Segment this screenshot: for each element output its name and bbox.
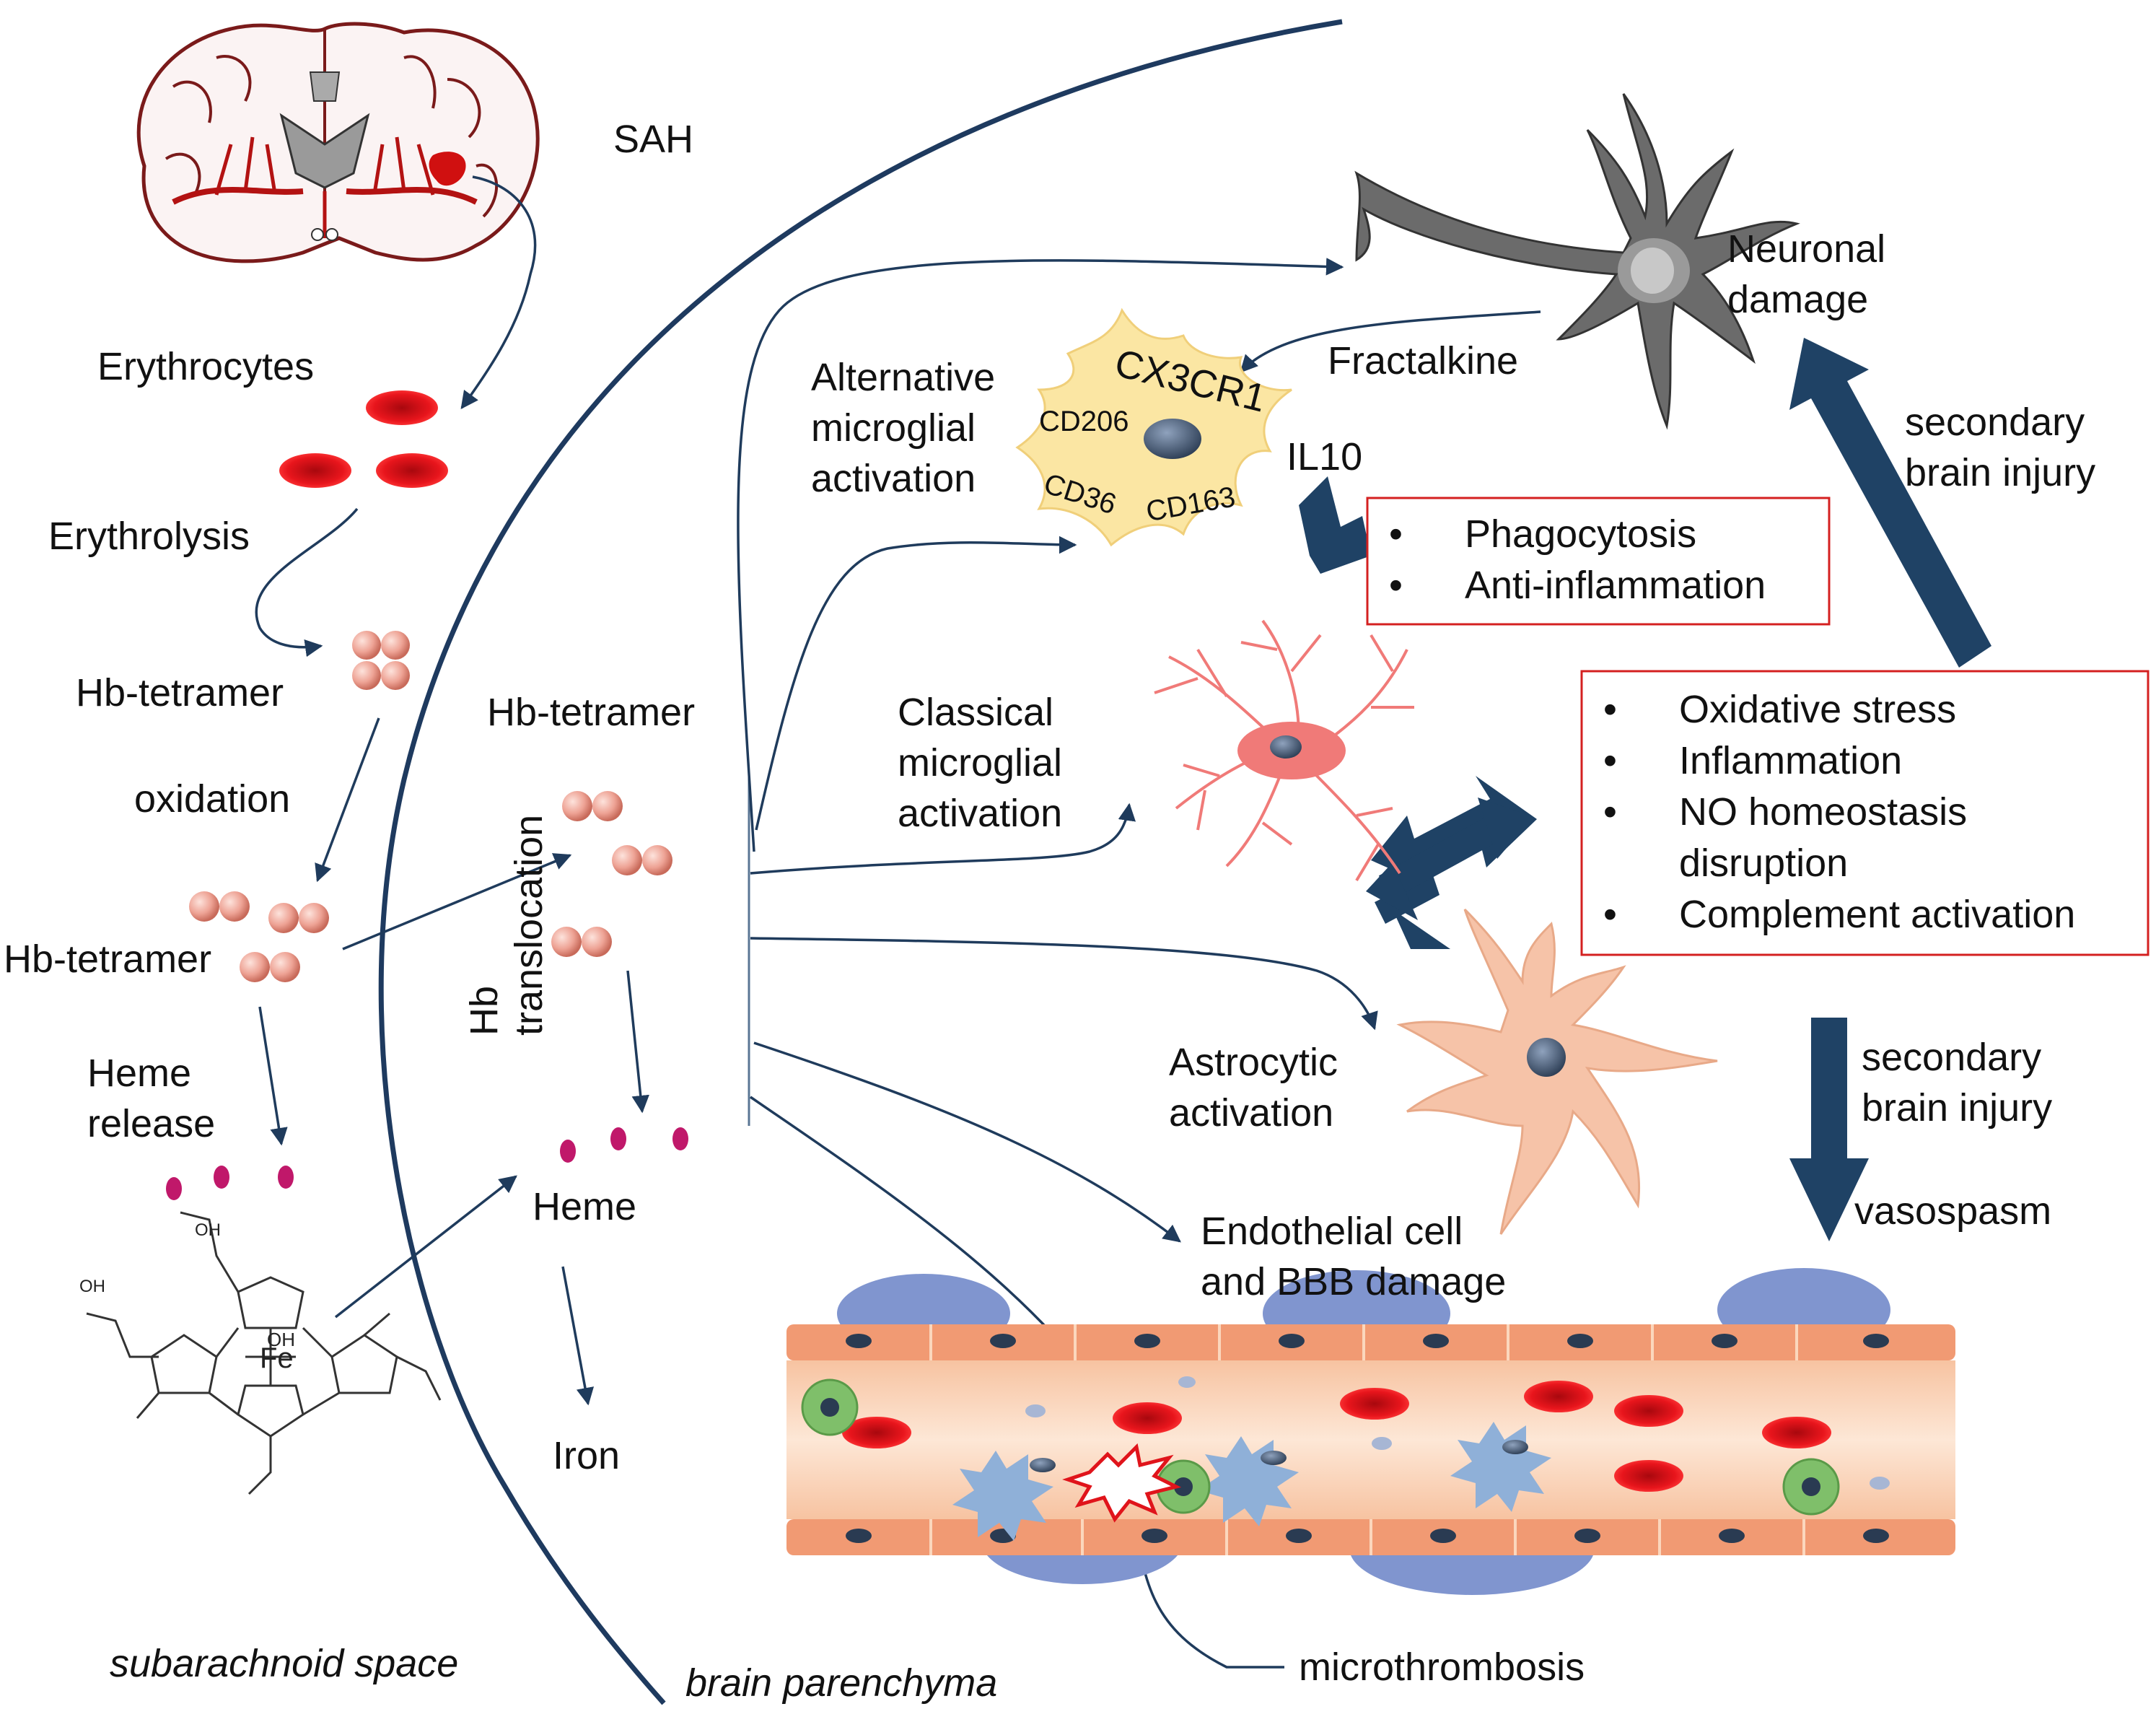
label-subarachnoid-space: subarachnoid space xyxy=(110,1642,459,1685)
arrow-to-classical-microglia xyxy=(750,803,1136,875)
injury-mechanism-item: •Complement activation xyxy=(1603,893,2076,936)
erythrocytes-icon xyxy=(279,390,448,488)
injury-mechanism-item: •NO homeostasis xyxy=(1603,790,1968,834)
hb-dimers-left-icon xyxy=(189,891,329,982)
label-astrocytic-activation: Astrocytic activation xyxy=(1169,1041,1338,1135)
arrow-to-neuron xyxy=(737,258,1344,852)
alternative-microglia-icon xyxy=(1015,307,1292,547)
blood-vessel-icon xyxy=(786,1268,1955,1595)
pia-membrane-boundary xyxy=(378,19,1343,1705)
label-oxidation: oxidation xyxy=(134,777,291,821)
thick-double-arrow-head-c xyxy=(1393,909,1450,949)
arrow-oxidation xyxy=(315,717,380,883)
heme-structure-icon xyxy=(86,1211,442,1495)
hb-tetramer-cluster-icon xyxy=(352,631,410,690)
arrow-sah-to-erythrocytes xyxy=(460,175,537,409)
classical-microglia-icon xyxy=(1154,619,1414,882)
label-classical-activation: Classical microglial activation xyxy=(898,691,1063,835)
arrow-to-alternative-microglia xyxy=(755,536,1077,831)
arrow-erythrolysis xyxy=(255,507,359,657)
label-neuronal-damage: Neuronal damage xyxy=(1727,227,1886,321)
arrow-heme-transfer xyxy=(334,1175,517,1319)
arrow-hb-translocation xyxy=(342,853,572,950)
m2-outcome-item: •Phagocytosis xyxy=(1389,512,1697,556)
heme-structure-cooh1: OH xyxy=(195,1220,221,1240)
thick-arrow-vasospasm-down xyxy=(1789,1018,1869,1241)
arrow-hb-to-heme xyxy=(626,970,649,1114)
label-iron: Iron xyxy=(553,1434,621,1477)
astrocyte-icon xyxy=(1396,908,1718,1235)
injury-mechanism-item-continued: disruption xyxy=(1679,842,1849,885)
label-brain-parenchyma: brain parenchyma xyxy=(685,1661,998,1705)
label-vasospasm: vasospasm xyxy=(1854,1189,2052,1233)
label-heme: Heme xyxy=(533,1185,637,1228)
thick-double-arrow-head-a xyxy=(1478,797,1533,859)
thick-double-arrow-head-b xyxy=(1366,862,1418,920)
thick-double-arrow-shaft xyxy=(1378,814,1504,900)
injury-mechanism-item: •Inflammation xyxy=(1603,739,1903,782)
label-hb-translocation: Hb translocation xyxy=(463,814,551,1036)
heme-structure-oh-label: OH xyxy=(267,1329,295,1350)
label-secondary-injury-top: secondary brain injury xyxy=(1905,401,2096,494)
m2-outcomes-box: •Phagocytosis •Anti-inflammation xyxy=(1367,498,1829,624)
injury-mechanism-item: •Oxidative stress xyxy=(1603,688,1957,731)
injury-mechanisms-box: •Oxidative stress •Inflammation •NO home… xyxy=(1582,671,2148,955)
label-hb-tetramer-3: Hb-tetramer xyxy=(487,691,696,734)
heme-droplets-parenchyma-icon xyxy=(560,1127,688,1163)
arrow-neuron-to-cx3cr1 xyxy=(1240,310,1541,373)
arrow-to-endothelium xyxy=(753,1041,1181,1243)
thick-arrow-secondary-injury-up xyxy=(1789,338,1991,668)
neuron-icon xyxy=(1354,93,1800,430)
label-fractalkine: Fractalkine xyxy=(1328,339,1519,383)
injury-mechanisms-box-border xyxy=(1580,670,2150,956)
vessel-lesion-icon xyxy=(1062,1443,1182,1523)
label-heme-release: Heme release xyxy=(87,1052,216,1145)
heme-structure-cooh2: OH xyxy=(79,1277,105,1296)
label-erythrocytes: Erythrocytes xyxy=(97,345,315,388)
arrow-heme-release xyxy=(258,1006,288,1146)
label-sah: SAH xyxy=(613,118,694,161)
arrow-heme-to-iron xyxy=(561,1266,595,1406)
label-hb-tetramer-1: Hb-tetramer xyxy=(76,671,284,714)
label-endothelial-damage: Endothelial cell and BBB damage xyxy=(1201,1210,1507,1303)
label-alternative-activation: Alternative microglial activation xyxy=(811,356,996,500)
phagocytosis-box-border xyxy=(1366,497,1831,626)
label-il10: IL10 xyxy=(1287,435,1363,478)
label-cd206: CD206 xyxy=(1039,406,1129,437)
thick-arrow-to-phagocytosis xyxy=(1293,476,1371,574)
label-microthrombosis: microthrombosis xyxy=(1299,1645,1585,1689)
heme-droplets-left-icon xyxy=(166,1166,294,1200)
hb-dimers-parenchyma-icon xyxy=(551,791,672,957)
label-erythrolysis: Erythrolysis xyxy=(48,515,250,558)
brain-coronal-section-icon xyxy=(136,22,540,263)
arrow-to-astrocyte xyxy=(750,937,1378,1031)
label-hb-tetramer-2: Hb-tetramer xyxy=(4,938,212,981)
m2-outcome-item: •Anti-inflammation xyxy=(1389,564,1766,607)
heme-structure-fe-label: Fe xyxy=(260,1342,294,1374)
label-secondary-injury-bottom: secondary brain injury xyxy=(1862,1036,2053,1129)
